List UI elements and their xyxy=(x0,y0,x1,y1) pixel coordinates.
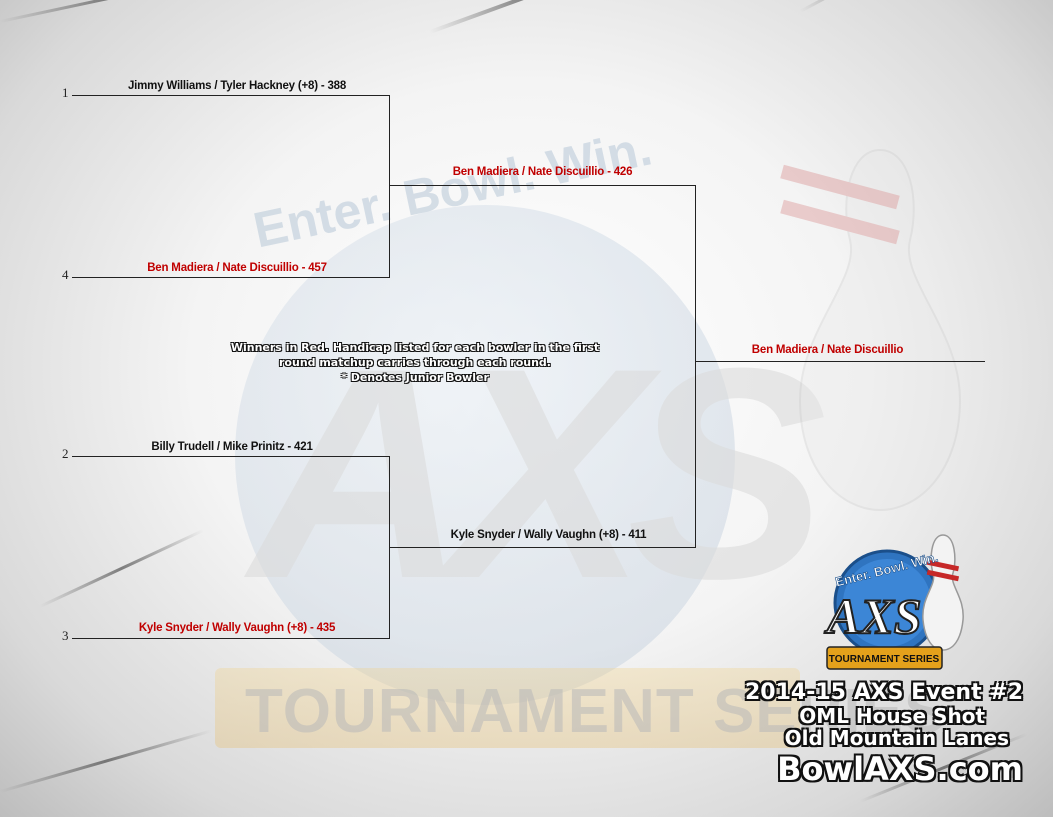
axs-logo: Enter. Bowl. Win. AXS TOURNAMENT SERIES xyxy=(815,525,970,675)
event-website: BowlAXS.com xyxy=(777,750,1023,788)
round2-entry: Kyle Snyder / Wally Vaughn (+8) - 411 xyxy=(450,529,647,541)
round1-entry: Billy Trudell / Mike Prinitz - 421 xyxy=(151,441,313,453)
bracket-line xyxy=(389,95,390,278)
watermark-banner: TOURNAMENT SERIES xyxy=(215,668,945,748)
event-venue: Old Mountain Lanes xyxy=(784,726,1009,750)
watermark-banner-text: TOURNAMENT SERIES xyxy=(245,677,947,746)
seed-number: 3 xyxy=(62,628,69,643)
bracket-line xyxy=(72,638,390,639)
bracket-line xyxy=(695,185,696,548)
note-line: round matchup carries through each round… xyxy=(279,356,551,369)
watermark-ball xyxy=(235,205,735,705)
watermark-pin xyxy=(780,148,962,512)
round1-entry: Jimmy Williams / Tyler Hackney (+8) - 38… xyxy=(127,80,347,92)
background-streak xyxy=(429,0,629,34)
seed-number: 2 xyxy=(62,446,69,461)
round1-entry: Kyle Snyder / Wally Vaughn (+8) - 435 xyxy=(138,622,336,634)
bracket-notes: Winners in Red. Handicap listed for each… xyxy=(160,340,670,385)
logo-banner: TOURNAMENT SERIES xyxy=(829,654,940,665)
note-line: Winners in Red. Handicap listed for each… xyxy=(230,341,600,354)
background-streak xyxy=(39,529,204,608)
note-line: * Denotes Junior Bowler xyxy=(341,371,489,384)
background-streak xyxy=(0,729,212,793)
background-streak xyxy=(799,0,978,13)
bracket-line xyxy=(695,361,985,362)
event-pattern: OML House Shot xyxy=(799,704,985,728)
seed-number: 4 xyxy=(62,267,69,282)
seed-number: 1 xyxy=(62,85,69,100)
round2-entry: Ben Madiera / Nate Discuillio - 426 xyxy=(452,166,633,178)
bracket-line xyxy=(72,95,390,96)
axs-logo-graphic: Enter. Bowl. Win. AXS TOURNAMENT SERIES xyxy=(823,534,964,670)
champion-entry: Ben Madiera / Nate Discuillio xyxy=(751,344,904,356)
bracket-line xyxy=(389,547,696,548)
logo-brand: AXS xyxy=(824,588,922,644)
bracket-line xyxy=(389,185,696,186)
round1-entry: Ben Madiera / Nate Discuillio - 457 xyxy=(147,262,327,274)
background-streak xyxy=(0,0,226,23)
bracket-line xyxy=(72,277,390,278)
bracket-line xyxy=(72,456,390,457)
event-title: 2014-15 AXS Event #2 xyxy=(745,680,1023,705)
